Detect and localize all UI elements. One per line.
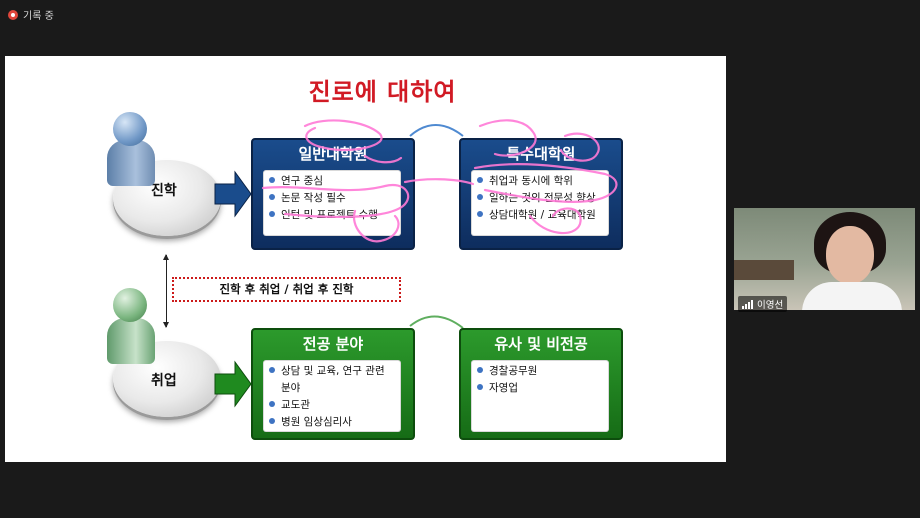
box-content: 연구 중심 논문 작성 필수 인턴 및 프로젝트 수행 [263, 170, 401, 236]
signal-bars-icon [742, 299, 753, 309]
list-item: 일하는 것의 전문성 향상 [477, 190, 609, 207]
box-general-graduate: 일반대학원 연구 중심 논문 작성 필수 인턴 및 프로젝트 수행 [251, 138, 415, 250]
box-title: 일반대학원 [298, 145, 368, 163]
list-item: 교도관 [269, 397, 397, 414]
list-item: 경찰공무원 [477, 363, 609, 380]
person-blue-head [113, 112, 147, 146]
person-green-head [113, 288, 147, 322]
shared-slide: 진로에 대하여 진학 취업 진학 후 취업 / 취업 후 진학 일반대학원 연구… [5, 56, 726, 462]
participant-name-tag: 이영선 [738, 296, 788, 312]
box-content: 경찰공무원 자영업 [471, 360, 609, 432]
box-title: 전공 분야 [302, 335, 364, 353]
list-item: 상담 및 교육, 연구 관련 분야 [269, 363, 397, 397]
connector-blue [409, 124, 464, 137]
box-major-field: 전공 분야 상담 및 교육, 연구 관련 분야 교도관 병원 임상심리사 [251, 328, 415, 440]
slide-title: 진로에 대하여 [308, 78, 457, 106]
list-item: 상담대학원 / 교육대학원 [477, 207, 609, 224]
box-related-nonmajor: 유사 및 비전공 경찰공무원 자영업 [459, 328, 623, 440]
list-item: 논문 작성 필수 [269, 190, 401, 207]
pedestal-top-label: 진학 [151, 183, 177, 199]
list-item: 인턴 및 프로젝트 수행 [269, 207, 401, 224]
career-path-note: 진학 후 취업 / 취업 후 진학 [172, 277, 401, 302]
recording-indicator: 기록 중 [8, 7, 54, 22]
recording-label: 기록 중 [23, 11, 54, 22]
pedestal-bottom-label: 취업 [151, 373, 177, 389]
box-content: 취업과 동시에 학위 일하는 것의 전문성 향상 상담대학원 / 교육대학원 [471, 170, 609, 236]
person-blue-body [107, 140, 155, 186]
box-title: 유사 및 비전공 [494, 335, 588, 353]
list-item: 병원 임상심리사 [269, 414, 397, 431]
record-icon [8, 9, 18, 20]
box-content: 상담 및 교육, 연구 관련 분야 교도관 병원 임상심리사 [263, 360, 401, 432]
list-item: 연구 중심 [269, 173, 401, 190]
connector-green [409, 315, 464, 329]
box-special-graduate: 특수대학원 취업과 동시에 학위 일하는 것의 전문성 향상 상담대학원 / 교… [459, 138, 623, 250]
participant-video[interactable] [734, 208, 915, 310]
box-title: 특수대학원 [506, 145, 576, 163]
person-green-body [107, 318, 155, 364]
double-arrow [163, 254, 169, 328]
list-item: 자영업 [477, 380, 609, 397]
list-item: 취업과 동시에 학위 [477, 173, 609, 190]
participant-name: 이영선 [757, 300, 784, 311]
